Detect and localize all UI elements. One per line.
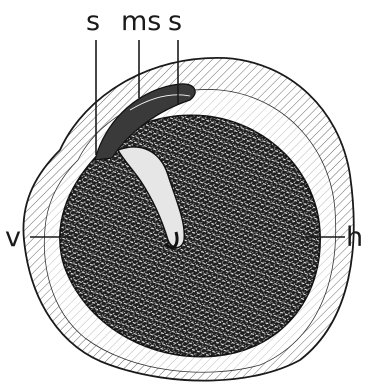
label-s-right: s [168,6,182,37]
label-s-left: s [86,6,100,37]
label-ms: ms [121,6,161,37]
label-v: v [5,222,21,253]
label-h: h [346,222,363,253]
